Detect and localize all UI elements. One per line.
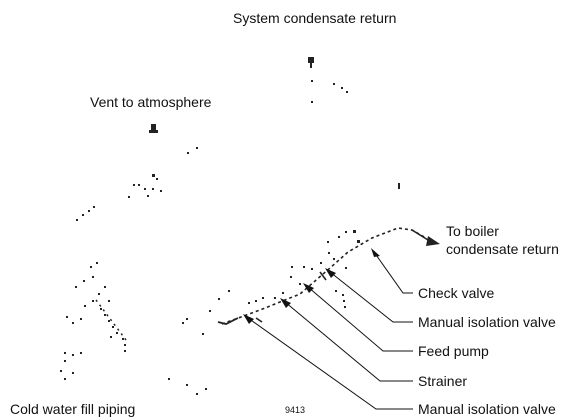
- label-cold-water-fill-piping: Cold water fill piping: [10, 401, 136, 417]
- boiler-return-arrow: [411, 229, 440, 246]
- figure-number: 9413: [285, 405, 306, 415]
- leader-strainer: [284, 301, 413, 382]
- leader-manual-valve-upper: [329, 271, 413, 323]
- label-check-valve: Check valve: [418, 285, 495, 301]
- label-manual-isolation-valve-lower: Manual isolation valve: [418, 401, 556, 417]
- label-strainer: Strainer: [418, 373, 468, 389]
- label-to-boiler-line2: condensate return: [446, 241, 559, 257]
- label-to-boiler-line1: To boiler: [446, 223, 499, 239]
- arrowhead-manual-valve-lower: [243, 314, 254, 324]
- piping-artwork: [60, 57, 427, 395]
- arrowhead-feed-pump: [303, 283, 314, 293]
- leader-manual-valve-lower: [247, 317, 413, 410]
- label-vent-to-atmosphere: Vent to atmosphere: [90, 94, 212, 110]
- arrowhead-check-valve: [371, 248, 380, 257]
- label-system-condensate-return: System condensate return: [233, 10, 397, 26]
- label-feed-pump: Feed pump: [418, 343, 489, 359]
- leader-check-valve: [373, 251, 413, 294]
- arrowhead-strainer: [280, 298, 291, 308]
- arrowhead-manual-valve-upper: [325, 268, 336, 278]
- leader-feed-pump: [307, 286, 413, 352]
- callout-leaders: [247, 251, 413, 410]
- callout-arrowheads: [243, 248, 380, 324]
- label-manual-isolation-valve-upper: Manual isolation valve: [418, 314, 556, 330]
